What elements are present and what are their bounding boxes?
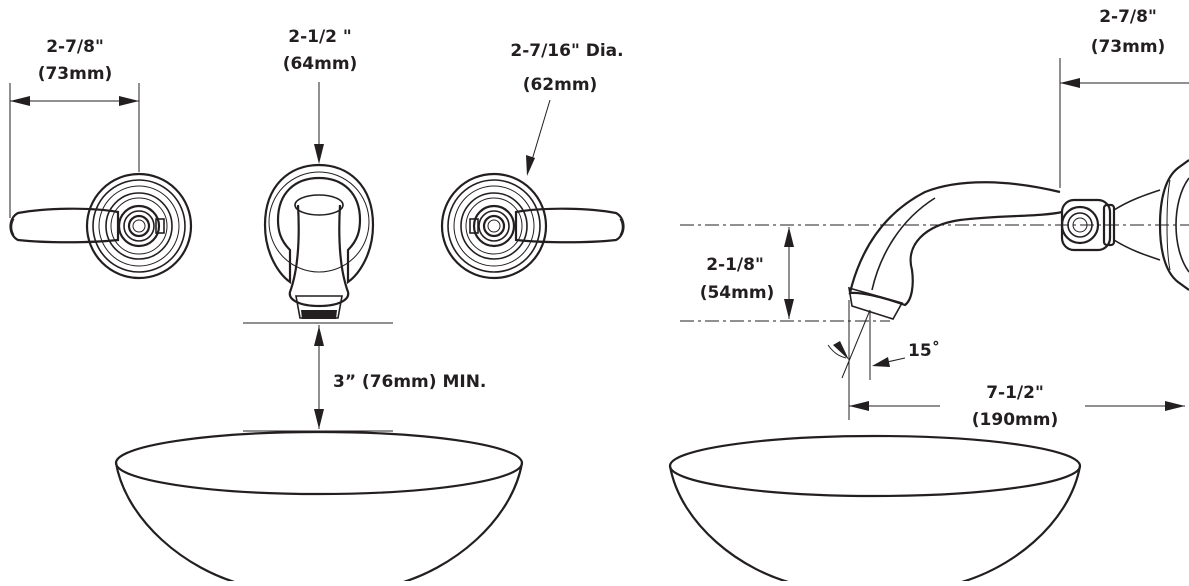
drop-height-inches: 2-1/8" [706,255,764,275]
basin-front [114,430,524,586]
clearance-label: 3” (76mm) MIN. [333,372,486,392]
drop-height-mm: (54mm) [700,283,775,303]
side-escutcheon-width-mm: (73mm) [1091,37,1166,57]
right-handle-diameter-inches: 2-7/16" Dia. [510,41,623,61]
spout-width-mm: (64mm) [283,54,358,74]
spout-angle-label: 15˚ [908,339,940,361]
spout-width-inches: 2-1/2 " [288,27,352,47]
side-escutcheon-width-dimension: 2-7/8" (73mm) [1059,7,1189,188]
left-handle-width-inches: 2-7/8" [46,37,104,57]
left-handle-width-mm: (73mm) [38,64,113,84]
spout-width-dimension: 2-1/2 " (64mm) [283,27,358,164]
clearance-dimension: 3” (76mm) MIN. [243,322,486,432]
side-centerlines [680,224,1189,322]
left-handle-width-dimension: 2-7/8" (73mm) [9,37,140,218]
reach-mm: (190mm) [972,410,1058,430]
spout-front [263,163,375,319]
reach-dimension: 7-1/2" (190mm) [848,300,1185,430]
right-handle [440,172,625,280]
side-spout [848,181,1063,320]
right-handle-diameter-callout: 2-7/16" Dia. (62mm) [510,41,624,176]
basin-side [668,434,1082,586]
reach-inches: 7-1/2" [986,383,1044,403]
right-handle-diameter-mm: (62mm) [523,75,598,95]
spout-angle-callout: 15˚ [827,309,940,380]
side-escutcheon-width-inches: 2-7/8" [1099,7,1157,27]
drop-height-dimension: 2-1/8" (54mm) [700,227,794,319]
left-handle [9,172,193,280]
